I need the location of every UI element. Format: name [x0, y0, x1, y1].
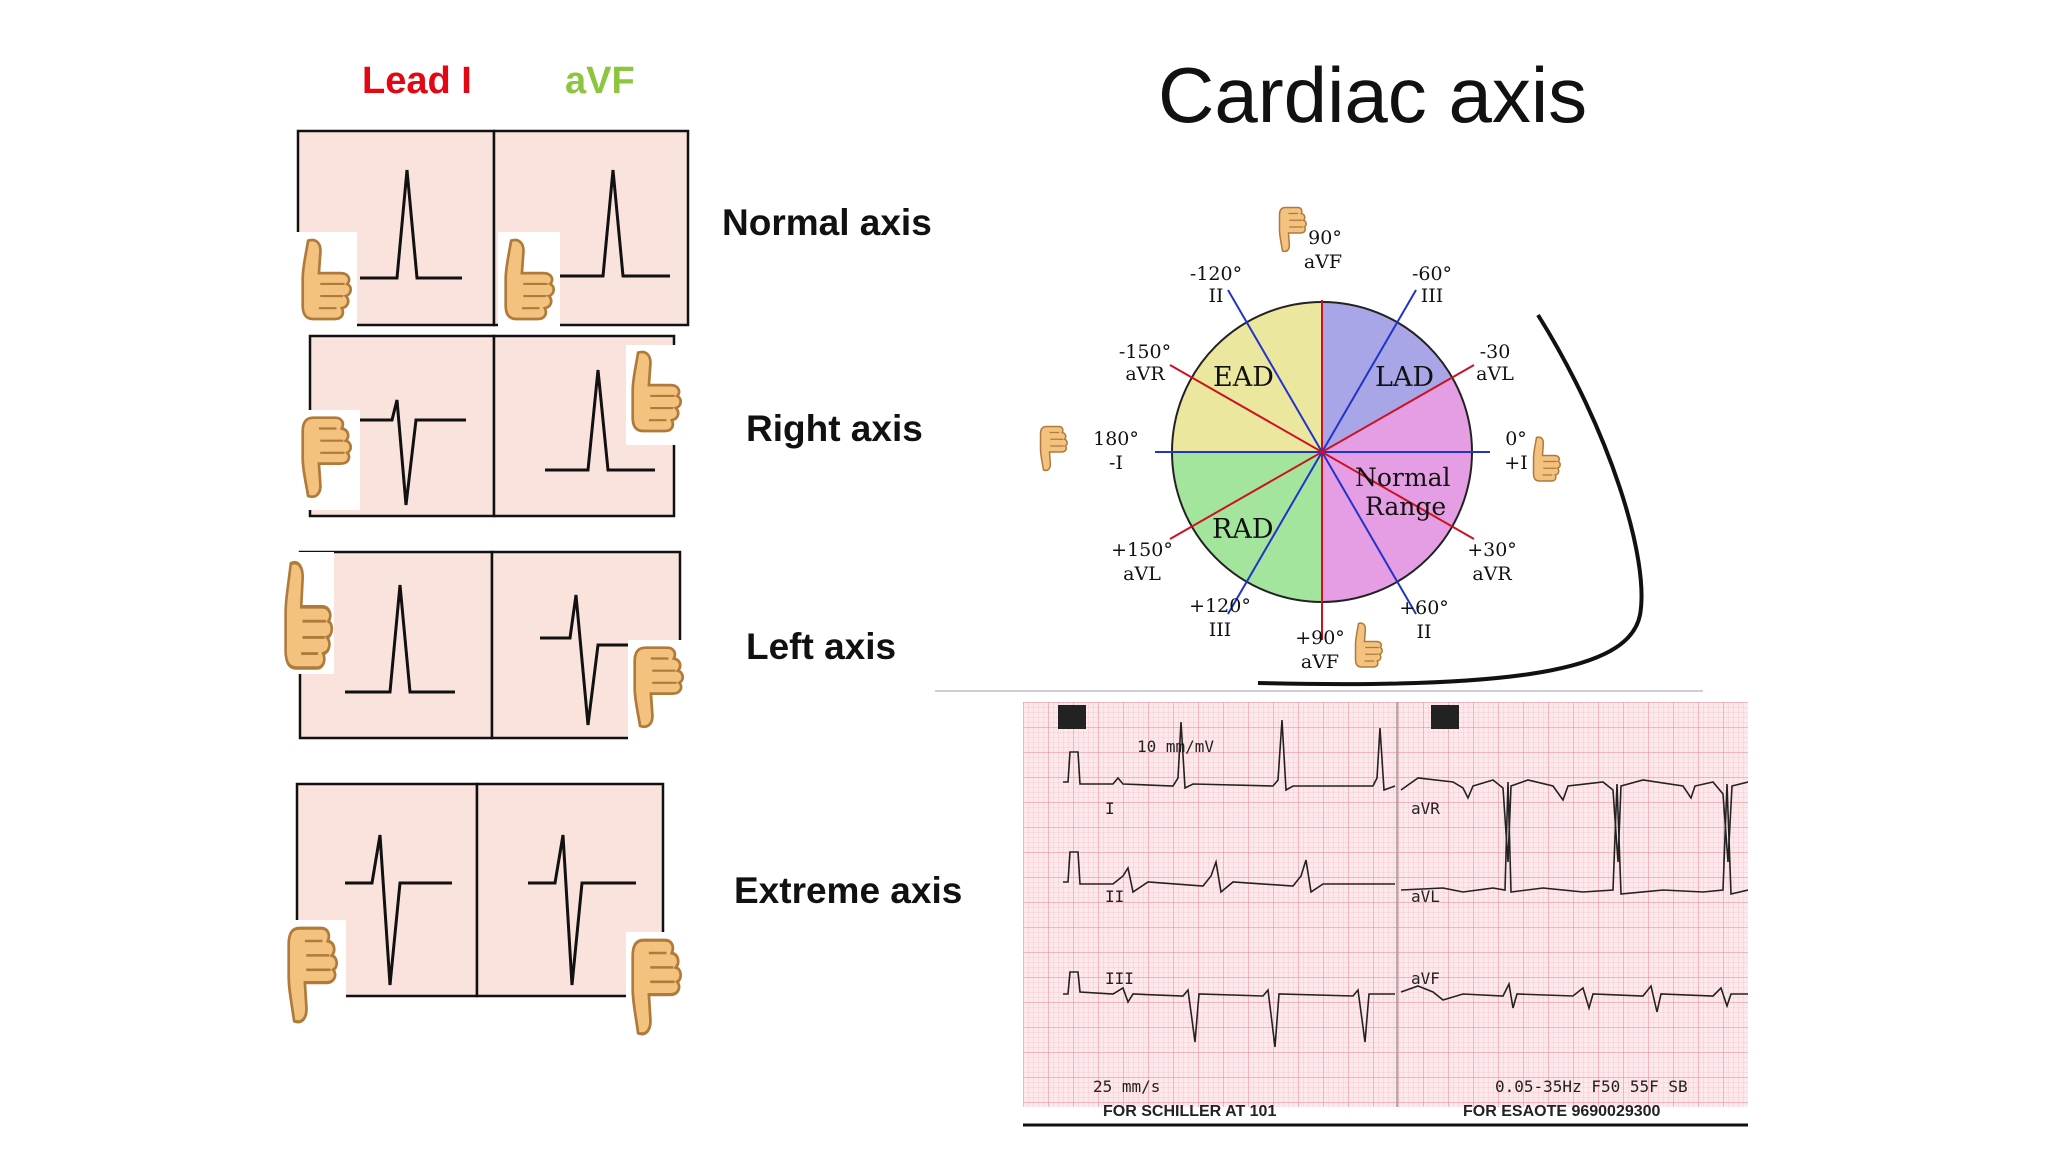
region-lad: LAD [1375, 362, 1434, 393]
ecg-footer-left: FOR SCHILLER AT 101 [1103, 1103, 1276, 1120]
sector-rad [1172, 452, 1322, 602]
extreme-lead-i-trace [345, 834, 452, 986]
trace-lead-avf [1400, 981, 1748, 1013]
region-normal-2: Range [1365, 492, 1446, 521]
hexaxial-diagram: EAD LAD RAD Normal Range 90° aVF -120° I… [1000, 180, 1644, 687]
label-p30-lead: aVR [1472, 563, 1512, 585]
lead-i-header: Lead I [362, 60, 472, 102]
trace-lead-avr [1400, 777, 1748, 863]
label-p150-lead: aVL [1123, 563, 1161, 585]
label-p60-deg: +60° [1399, 597, 1449, 619]
label-top-deg: 90° [1308, 227, 1342, 249]
label-p30-deg: +30° [1467, 539, 1517, 561]
label-m60-deg: -60° [1412, 263, 1452, 285]
label-m150-lead: aVR [1125, 363, 1165, 385]
label-m120-deg: -120° [1190, 263, 1242, 285]
region-normal-1: Normal [1355, 463, 1450, 492]
region-rad: RAD [1212, 514, 1273, 545]
row-label-left: Left axis [746, 626, 897, 667]
right-row-panels [296, 334, 688, 518]
wheel-bottom-thumb-up-icon [1354, 622, 1383, 668]
left-row-panels [282, 550, 690, 740]
right-avf-trace [545, 369, 655, 472]
ecg-lead-avl-label: aVL [1411, 887, 1440, 906]
label-180-deg: 180° [1093, 428, 1139, 450]
label-m120-lead: II [1208, 285, 1223, 307]
region-ead: EAD [1213, 362, 1274, 393]
ecg-gain: 10 mm/mV [1137, 737, 1214, 756]
calibration-marker-left [1058, 705, 1086, 729]
normal-row-panels [295, 129, 690, 327]
wheel-top-thumb-down-icon [1280, 208, 1307, 252]
label-m30-lead: aVL [1476, 363, 1514, 385]
ecg-lead-avr-label: aVR [1411, 799, 1440, 818]
left-lead-i-trace [345, 584, 455, 694]
left-avf-trace [540, 594, 650, 726]
extreme-avf-trace [528, 834, 636, 986]
ecg-strip: 10 mm/mV I II III aVR aVL aVF 25 mm/s 0.… [1023, 702, 1748, 1128]
row-label-right: Right axis [746, 408, 923, 449]
label-180-lead: -I [1109, 452, 1123, 474]
avf-header: aVF [565, 60, 635, 102]
normal-lead-i-trace [360, 169, 462, 280]
ecg-lead-iii-label: III [1105, 969, 1134, 988]
trace-lead-avl [1400, 781, 1748, 896]
section-divider [935, 690, 1703, 692]
curve-bracket [1257, 313, 1644, 687]
label-p120-lead: III [1209, 619, 1232, 641]
right-lead-i-trace [360, 399, 466, 506]
sector-lad [1322, 301, 1452, 452]
ecg-lead-avf-label: aVF [1411, 969, 1440, 988]
label-p90-deg: +90° [1295, 627, 1345, 649]
sector-ead [1172, 302, 1322, 452]
page-title: Cardiac axis [1158, 51, 1588, 139]
ecg-lead-i-label: I [1105, 799, 1115, 818]
ecg-speed: 25 mm/s [1093, 1077, 1160, 1096]
normal-avf-trace [560, 169, 670, 278]
ecg-footer-right: FOR ESAOTE 9690029300 [1463, 1103, 1661, 1120]
label-p90-lead: aVF [1301, 651, 1339, 673]
label-0-lead: +I [1504, 452, 1527, 474]
wheel-right-thumb-up-icon [1532, 436, 1561, 482]
label-p60-lead: II [1416, 621, 1431, 643]
calibration-marker-right [1431, 705, 1459, 729]
row-label-extreme: Extreme axis [734, 870, 963, 911]
sector-normal [1322, 377, 1473, 602]
ecg-lead-ii-label: II [1105, 887, 1124, 906]
label-0-deg: 0° [1505, 428, 1527, 450]
trace-lead-iii [1063, 971, 1395, 1048]
trace-lead-ii [1063, 851, 1395, 894]
row-label-normal: Normal axis [722, 202, 932, 243]
ecg-filter: 0.05-35Hz F50 55F SB [1495, 1077, 1688, 1096]
label-m30-deg: -30 [1480, 341, 1511, 363]
axis-panels [282, 129, 690, 1037]
trace-lead-i [1063, 719, 1396, 792]
label-top-lead: aVF [1304, 251, 1342, 273]
wheel-left-thumb-down-icon [1041, 427, 1068, 471]
label-p120-deg: +120° [1189, 595, 1251, 617]
label-p150-deg: +150° [1111, 539, 1173, 561]
label-m60-lead: III [1421, 285, 1444, 307]
extreme-row-panels [282, 782, 690, 1037]
label-m150-deg: -150° [1119, 341, 1171, 363]
